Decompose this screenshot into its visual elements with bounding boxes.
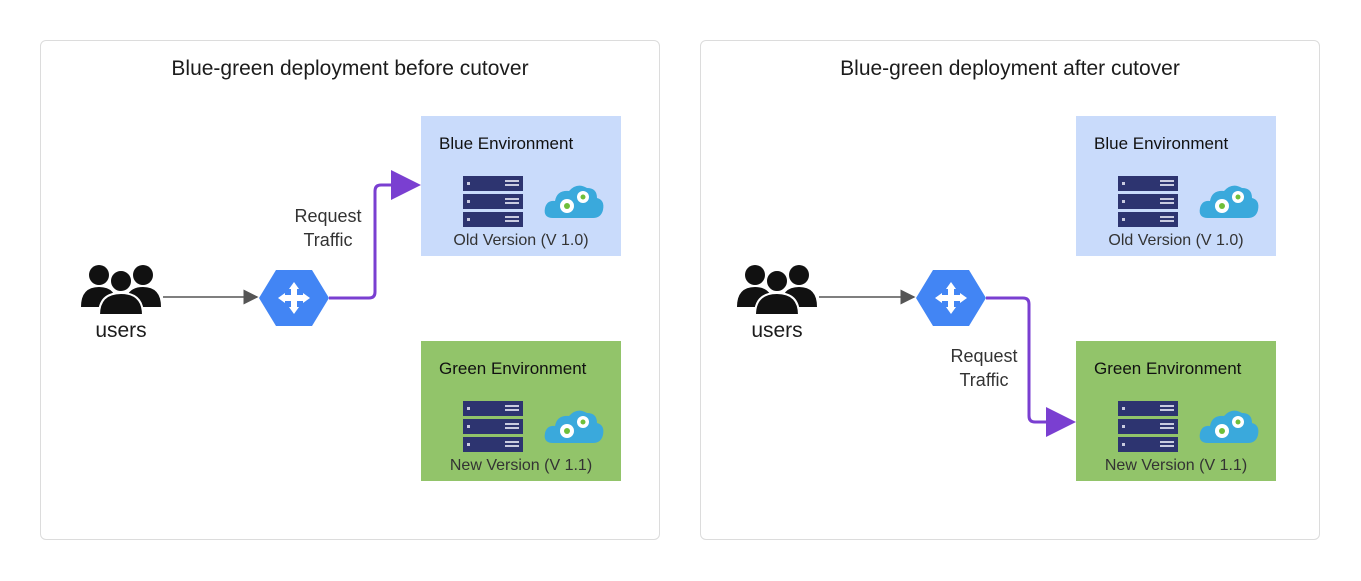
server-icon bbox=[1118, 176, 1178, 233]
blue-environment: Blue Environment bbox=[421, 116, 621, 256]
environment-title: Blue Environment bbox=[439, 134, 574, 153]
environment-version: New Version (V 1.1) bbox=[449, 457, 593, 474]
environment-title: Blue Environment bbox=[1094, 134, 1229, 153]
panel-title: Blue-green deployment after cutover bbox=[840, 57, 1180, 80]
environment-title: Green Environment bbox=[1094, 359, 1242, 378]
panel-after-cutover: Blue-green deployment after cutover user… bbox=[700, 40, 1320, 540]
environment-version: New Version (V 1.1) bbox=[1104, 457, 1248, 474]
request-traffic-label: Request Traffic bbox=[294, 206, 362, 250]
request-traffic-label: Request Traffic bbox=[950, 346, 1018, 390]
cloud-gears-icon bbox=[1198, 180, 1260, 227]
cloud-gears-icon bbox=[543, 405, 605, 452]
users-label: users bbox=[95, 319, 147, 342]
users-icon bbox=[735, 263, 819, 320]
panel-title: Blue-green deployment before cutover bbox=[171, 57, 529, 80]
users-label: users bbox=[751, 319, 803, 342]
load-balancer-icon bbox=[916, 268, 986, 333]
cloud-gears-icon bbox=[543, 180, 605, 227]
panel-before-cutover: Blue-green deployment before cutover use… bbox=[40, 40, 660, 540]
green-environment: Green Environment bbox=[1076, 341, 1276, 481]
environment-version: Old Version (V 1.0) bbox=[453, 232, 589, 249]
green-environment: Green Environment bbox=[421, 341, 621, 481]
server-icon bbox=[1118, 401, 1178, 458]
server-icon bbox=[463, 401, 523, 458]
environment-title: Green Environment bbox=[439, 359, 587, 378]
server-icon bbox=[463, 176, 523, 233]
blue-environment: Blue Environment bbox=[1076, 116, 1276, 256]
environment-version: Old Version (V 1.0) bbox=[1108, 232, 1244, 249]
load-balancer-icon bbox=[259, 268, 329, 333]
cloud-gears-icon bbox=[1198, 405, 1260, 452]
users-icon bbox=[79, 263, 163, 320]
